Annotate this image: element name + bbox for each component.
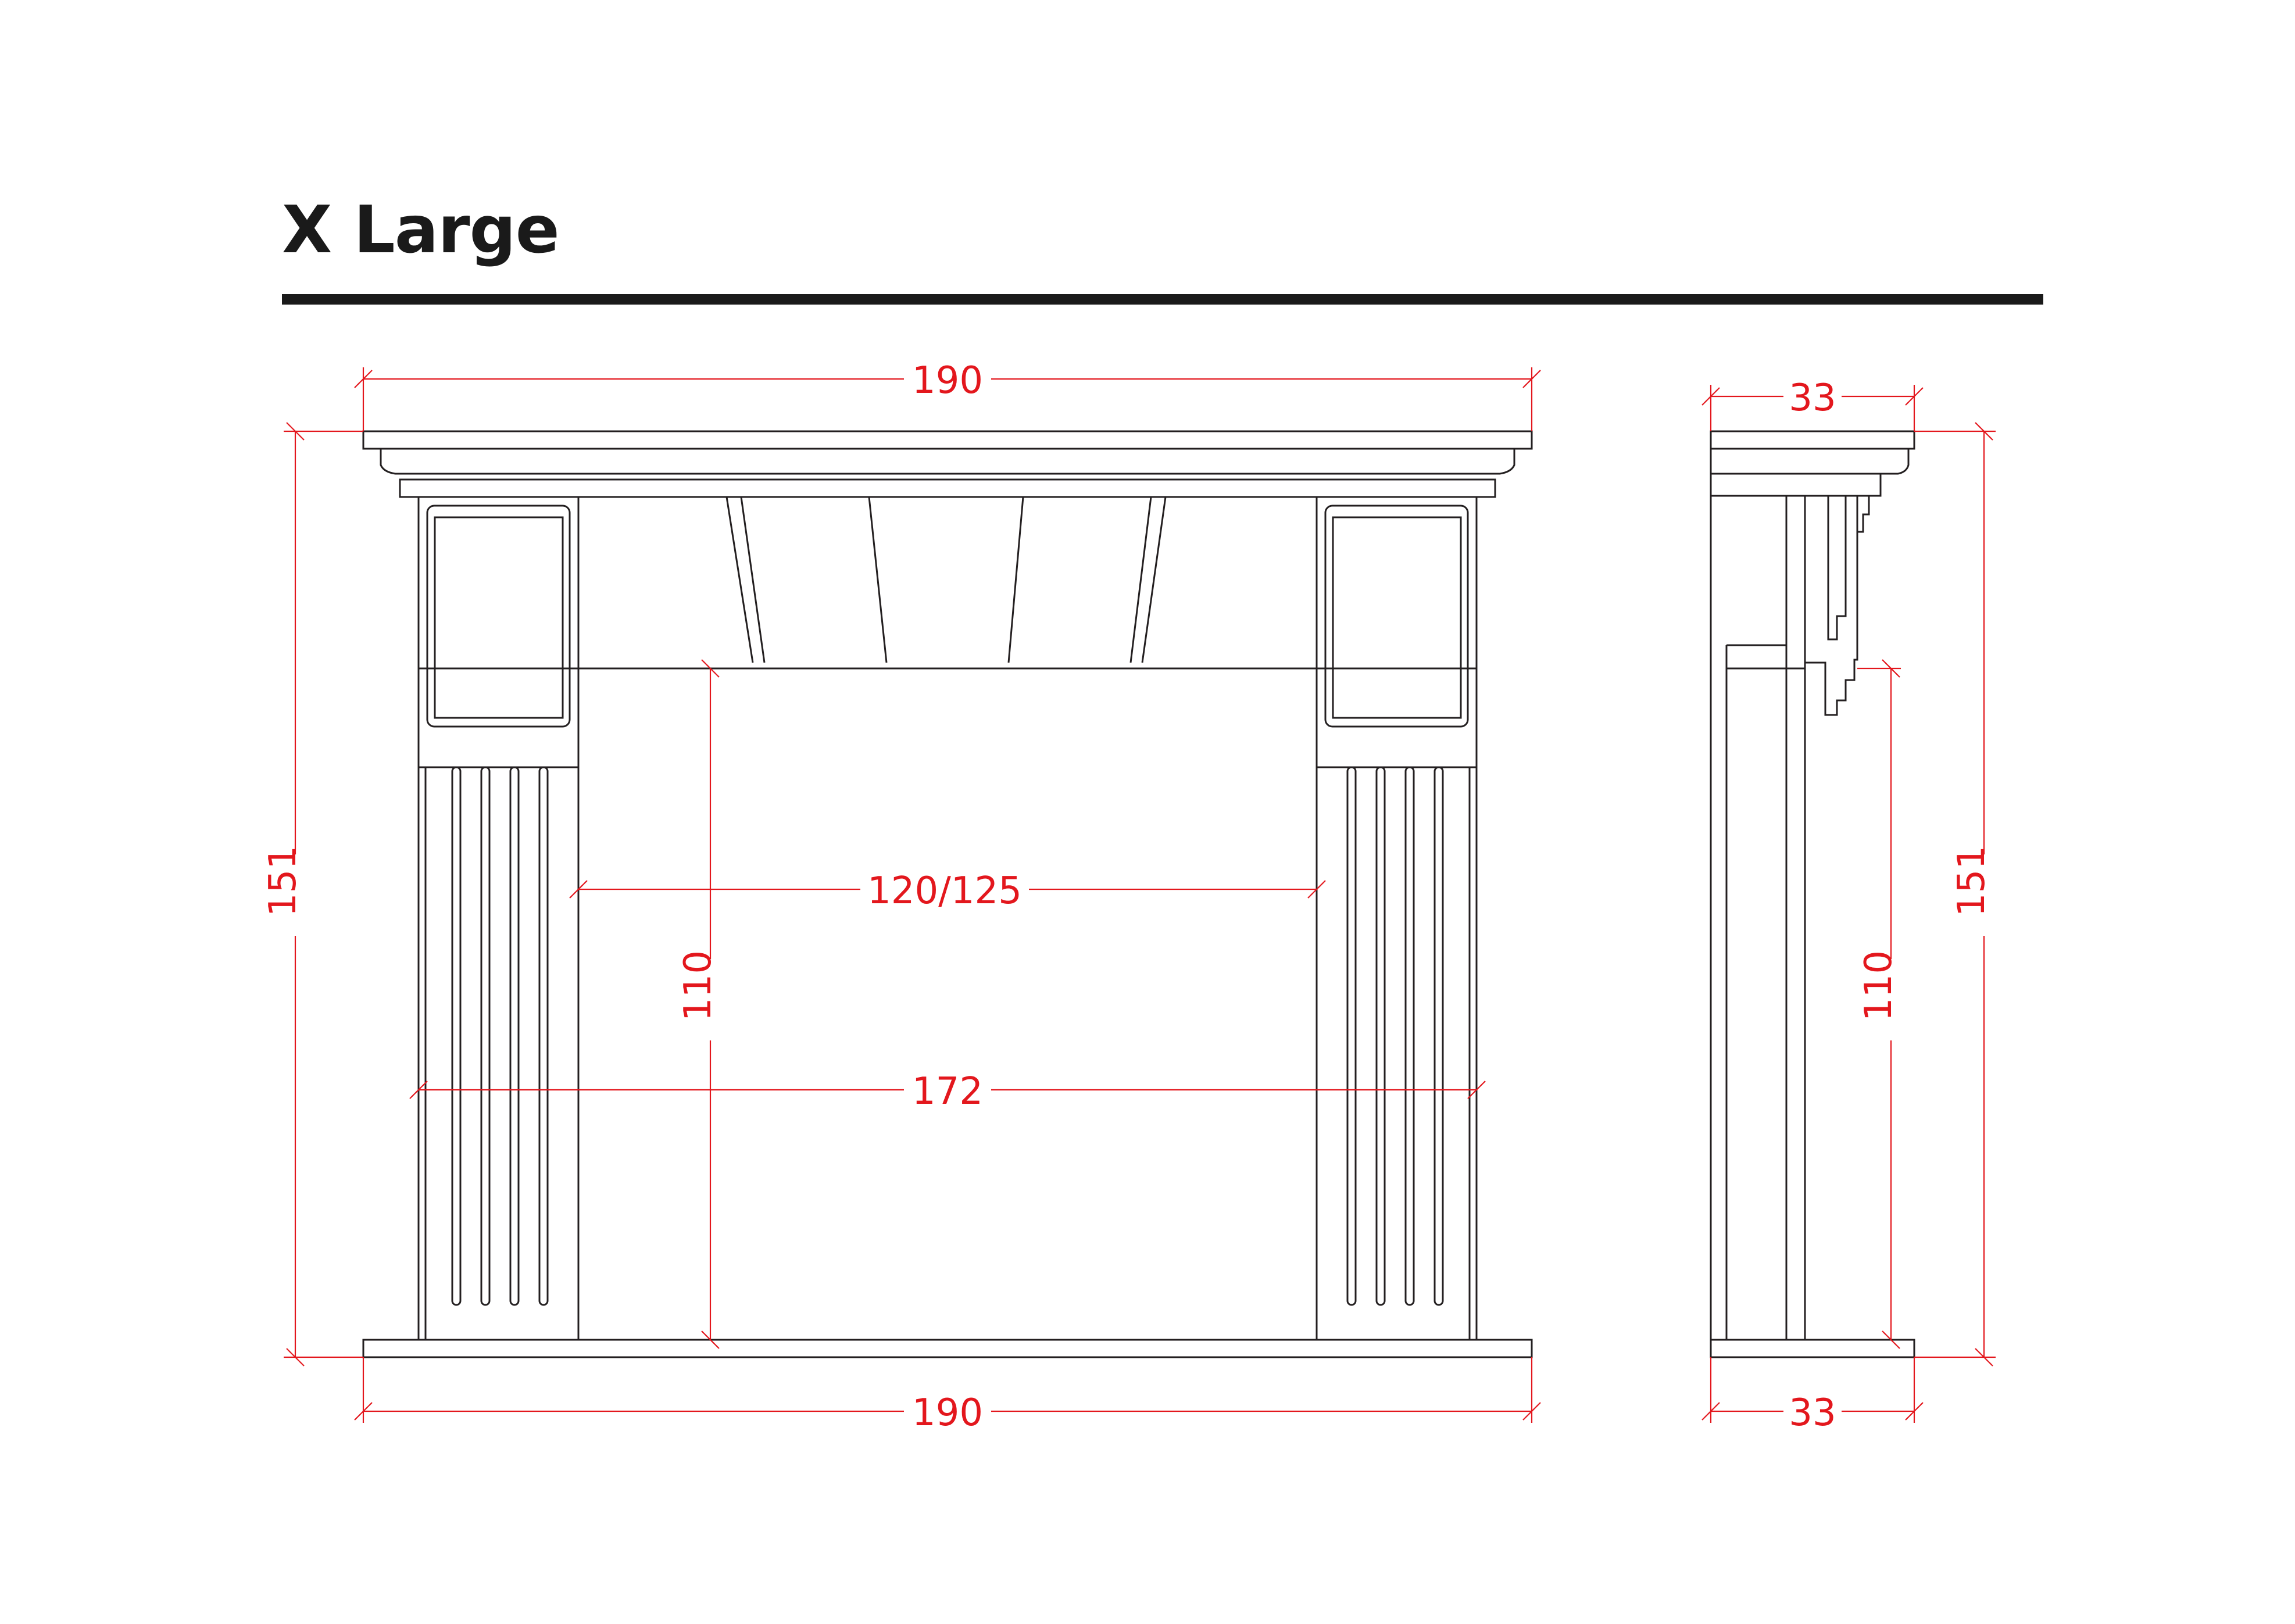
label-side-bottom-depth: 33 [1789, 1392, 1836, 1435]
label-inner-leg-span: 172 [912, 1070, 983, 1113]
label-front-height: 151 [262, 846, 305, 917]
front-view [362, 430, 1533, 1358]
label-front-top-width: 190 [912, 359, 983, 402]
label-side-height: 151 [1950, 846, 1993, 917]
label-side-top-depth: 33 [1789, 377, 1836, 420]
dimension-labels: 190 190 151 110 120/125 172 33 33 151 11… [262, 356, 2007, 1435]
title-rule [282, 294, 2043, 305]
page-title: X Large [282, 192, 560, 268]
label-front-bottom-width: 190 [912, 1392, 983, 1435]
label-opening-width: 120/125 [867, 870, 1022, 913]
side-view [1710, 430, 1915, 1358]
label-opening-height: 110 [677, 950, 720, 1021]
label-side-opening-height: 110 [1857, 950, 1900, 1021]
